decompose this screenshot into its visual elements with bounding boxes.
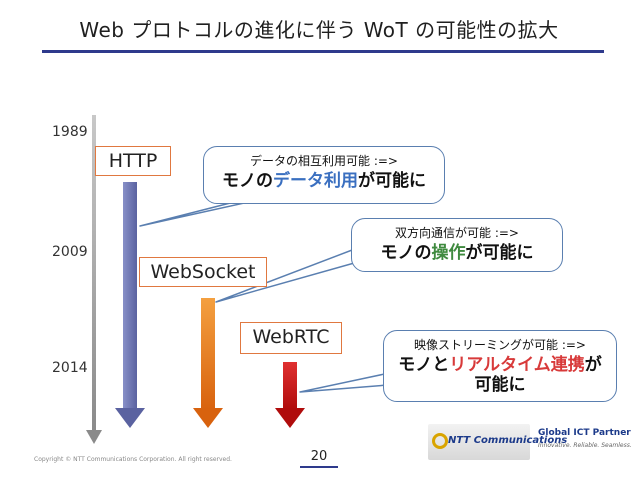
callout-1-caption: データの相互利用可能 :=> bbox=[250, 154, 398, 168]
callout-data-usage: データの相互利用可能 :=> モノのデータ利用が可能に bbox=[203, 146, 445, 204]
callout-3-headline: モノとリアルタイム連携が 可能に bbox=[398, 355, 602, 395]
timeline-axis bbox=[86, 115, 102, 444]
callout-realtime: 映像ストリーミングが可能 :=> モノとリアルタイム連携が 可能に bbox=[383, 330, 617, 402]
title-rule bbox=[42, 50, 604, 53]
page-number-underline bbox=[300, 466, 338, 468]
callout-2-caption: 双方向通信が可能 :=> bbox=[395, 226, 519, 240]
webrtc-label: WebRTC bbox=[240, 322, 342, 354]
websocket-label: WebSocket bbox=[139, 257, 267, 287]
callout-1-headline: モノのデータ利用が可能に bbox=[222, 171, 426, 191]
callout-2-headline: モノの操作が可能に bbox=[380, 243, 534, 263]
logo-company-name: NTT Communications bbox=[448, 435, 568, 446]
copyright-text: Copyright © NTT Communications Corporati… bbox=[34, 456, 232, 463]
ntt-ring-icon bbox=[432, 433, 448, 449]
ntt-communications-logo: NTT Communications Global ICT Partner In… bbox=[428, 424, 632, 460]
websocket-arrow bbox=[193, 298, 223, 428]
logo-tagline-title: Global ICT Partner bbox=[538, 428, 631, 438]
year-2009: 2009 bbox=[52, 244, 88, 260]
year-1989: 1989 bbox=[52, 124, 88, 140]
page-number: 20 bbox=[310, 449, 328, 464]
callout-operation: 双方向通信が可能 :=> モノの操作が可能に bbox=[351, 218, 563, 272]
logo-tagline-sub: Innovative. Reliable. Seamless. bbox=[538, 442, 632, 449]
callout-3-caption: 映像ストリーミングが可能 :=> bbox=[414, 338, 586, 352]
year-2014: 2014 bbox=[52, 360, 88, 376]
slide-title: Web プロトコルの進化に伴う WoT の可能性の拡大 bbox=[79, 18, 559, 42]
http-label: HTTP bbox=[95, 146, 171, 176]
webrtc-arrow bbox=[275, 362, 305, 428]
http-arrow bbox=[115, 182, 145, 428]
